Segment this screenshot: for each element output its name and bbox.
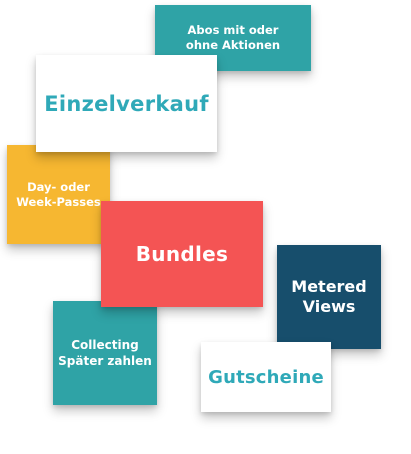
card-day-week-text: Day- oder Week-Passes: [16, 180, 101, 210]
card-day-week-line1: Day- oder: [27, 179, 90, 194]
card-day-week-line2: Week-Passes: [16, 194, 101, 209]
card-collecting: Collecting Später zahlen: [53, 301, 157, 405]
card-metered-line2: Views: [302, 297, 356, 316]
card-abos-line2: ohne Aktionen: [185, 38, 281, 52]
card-gutscheine-label: Gutscheine: [208, 366, 324, 388]
card-abos-line1: Abos mit oder: [187, 23, 279, 37]
card-bundles-label: Bundles: [135, 242, 229, 266]
card-metered-views: Metered Views: [277, 245, 381, 349]
card-einzelverkauf-label: Einzelverkauf: [44, 91, 209, 116]
card-abos-text: Abos mit oder ohne Aktionen: [186, 23, 280, 53]
card-collecting-text: Collecting Später zahlen: [58, 337, 152, 369]
card-collecting-line1: Collecting: [71, 338, 139, 352]
card-einzelverkauf: Einzelverkauf: [36, 55, 217, 152]
card-gutscheine: Gutscheine: [201, 342, 331, 412]
card-metered-text: Metered Views: [291, 277, 366, 317]
card-metered-line1: Metered: [291, 277, 367, 296]
card-collecting-line2: Später zahlen: [58, 354, 152, 368]
card-day-week-passes: Day- oder Week-Passes: [7, 145, 110, 244]
card-bundles: Bundles: [101, 201, 263, 307]
